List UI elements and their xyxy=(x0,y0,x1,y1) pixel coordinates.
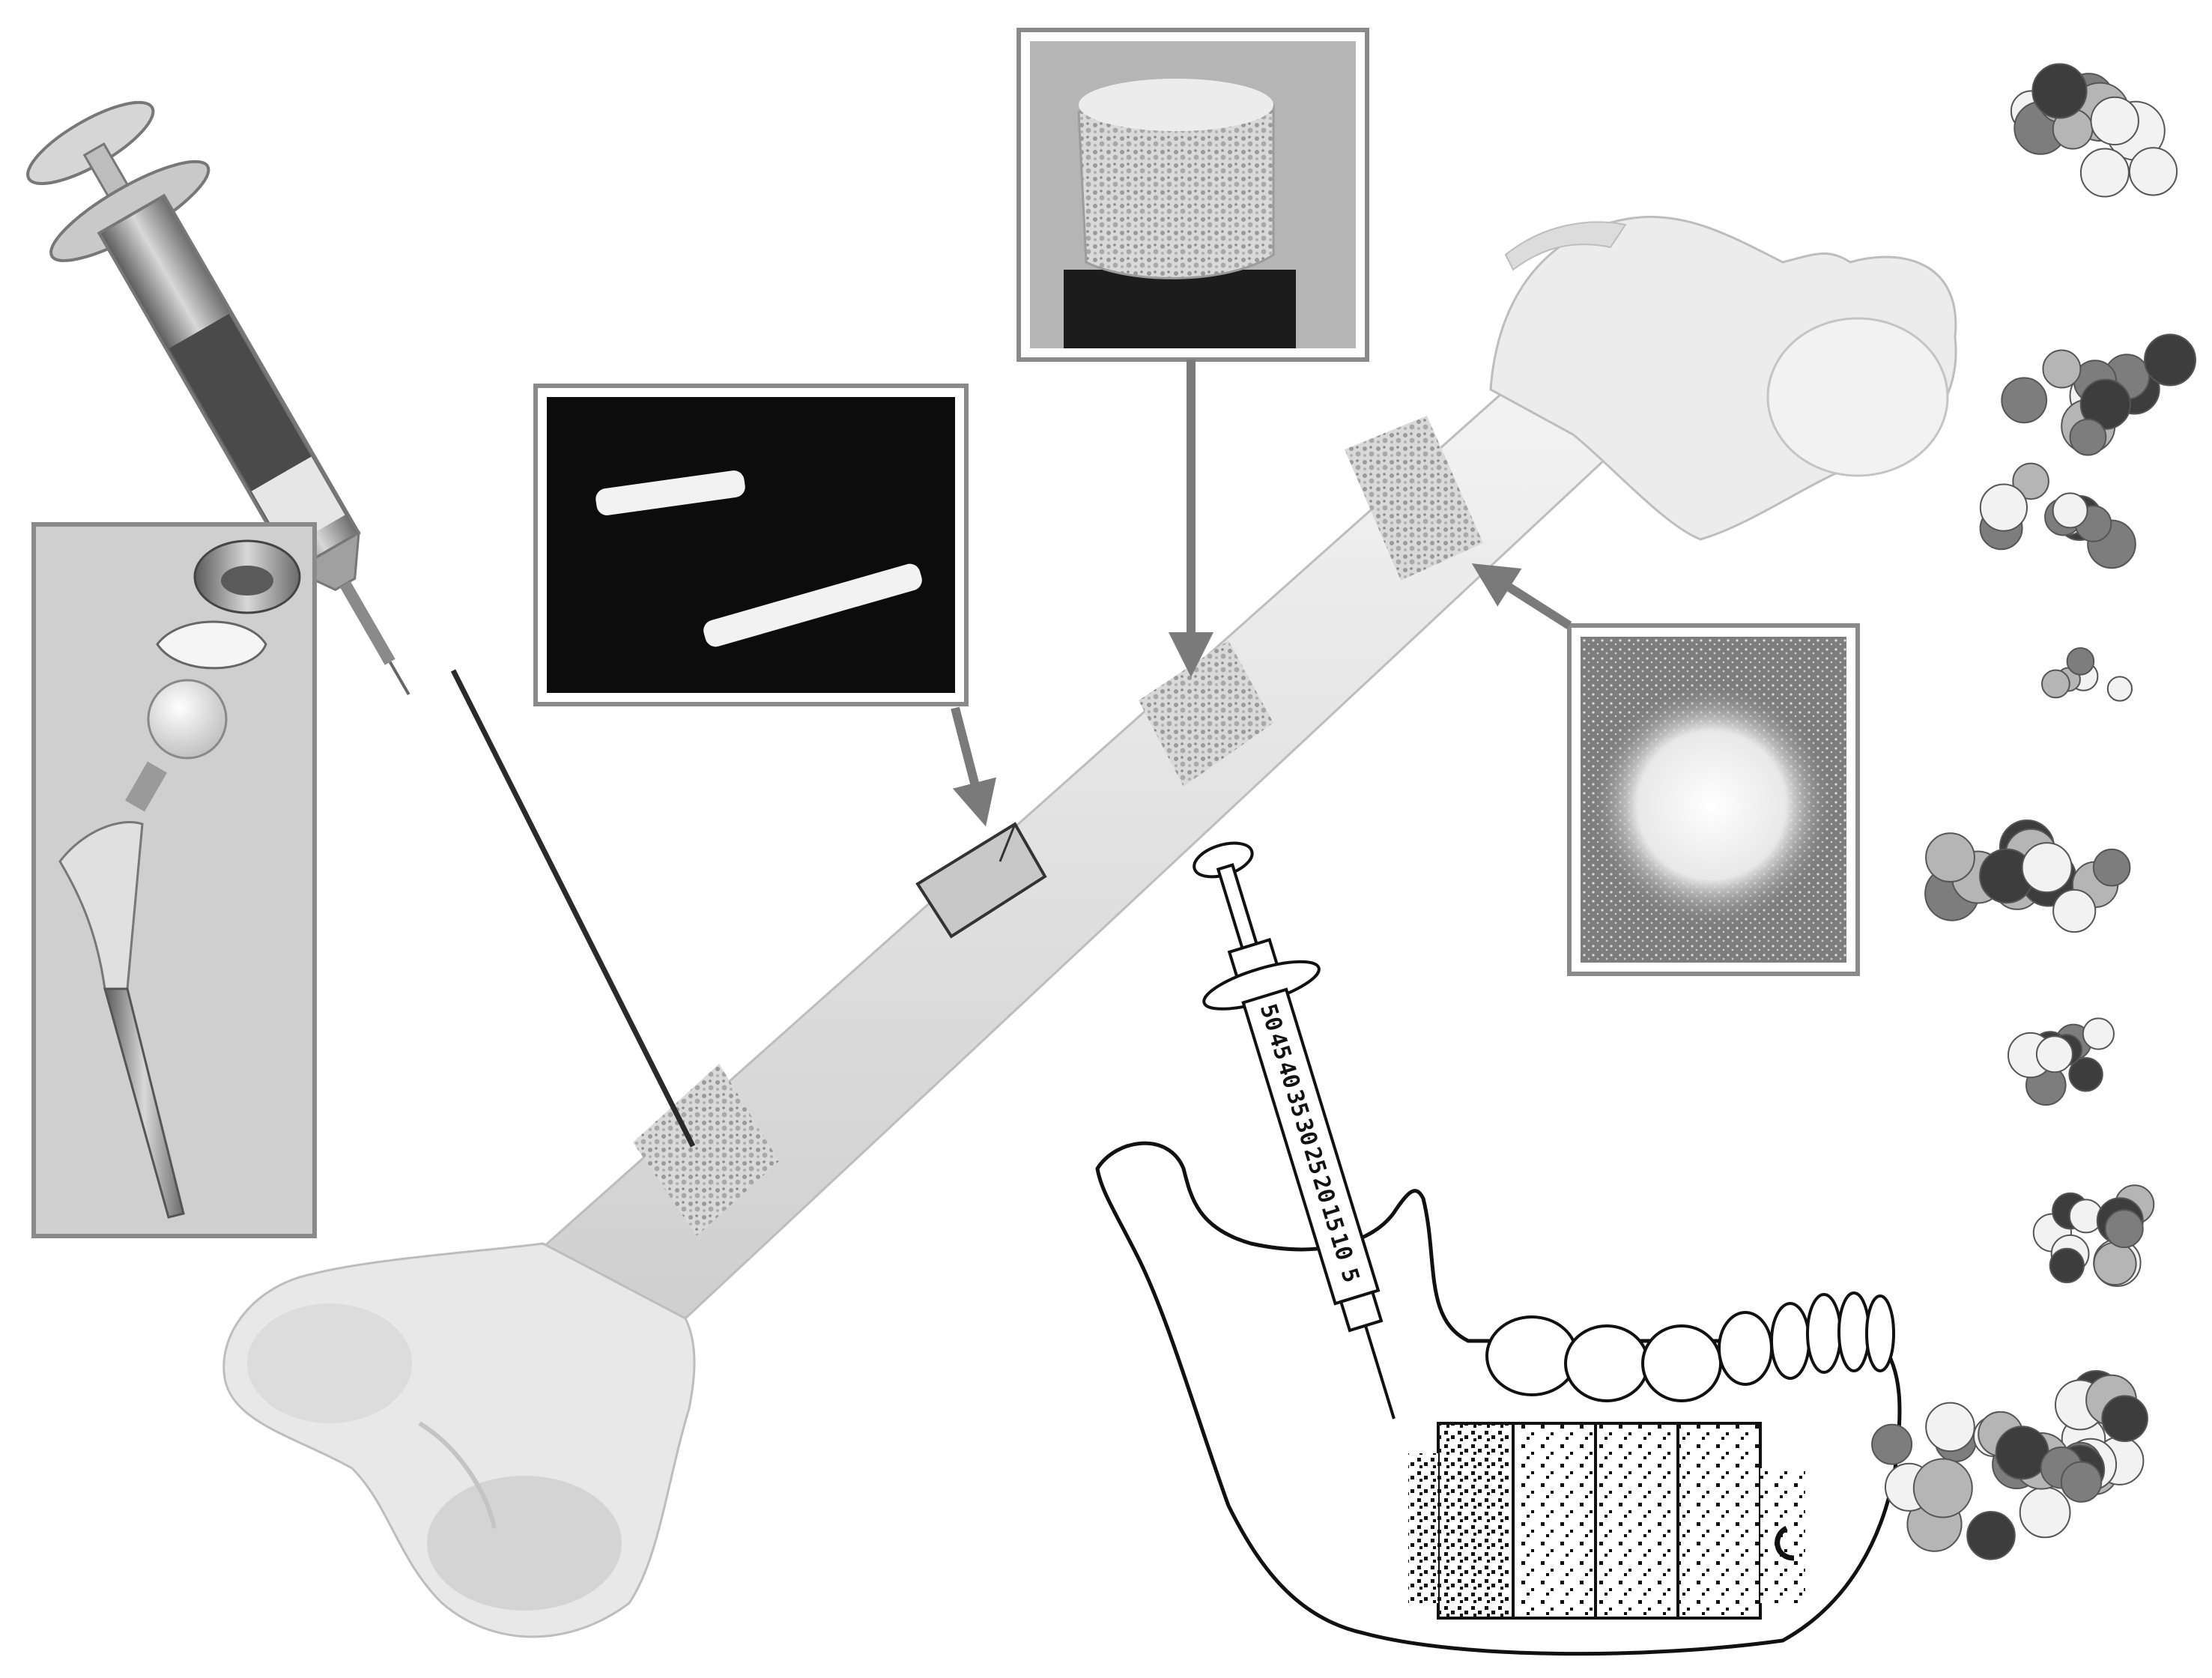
molecule-atom xyxy=(2069,418,2107,456)
molecule-atom xyxy=(2060,1461,2103,1503)
molecule-model xyxy=(2041,647,2133,702)
molecule-atom xyxy=(1925,1402,1975,1453)
molecule-atom xyxy=(2104,1209,2144,1249)
molecule-atom xyxy=(1912,1458,1973,1518)
molecule-atom xyxy=(2079,378,2131,430)
rod-sample-short xyxy=(596,470,745,515)
molecule-atom xyxy=(2041,669,2070,699)
mandible-drawing xyxy=(1095,1141,1902,1656)
graft-compartments xyxy=(1408,1422,1805,1620)
molecule-atom xyxy=(2079,148,2130,198)
injection-syringe-left xyxy=(26,100,410,696)
molecule-model xyxy=(2001,333,2196,456)
panel-porous-block xyxy=(1016,28,1369,362)
molecule-model xyxy=(1871,1370,2148,1560)
molecule-model xyxy=(1979,462,2136,569)
molecule-model xyxy=(1924,820,2131,933)
scaffold-band-neck xyxy=(1345,416,1483,581)
molecule-atom xyxy=(2106,676,2133,702)
molecule-atom xyxy=(2052,492,2088,529)
molecule-atom xyxy=(2082,1017,2115,1050)
molecule-model xyxy=(2008,1017,2115,1106)
femur-bone xyxy=(222,216,1957,1638)
femoral-head-ball xyxy=(147,679,228,760)
molecule-models xyxy=(1871,63,2196,1560)
panel-hip-implant xyxy=(31,522,317,1238)
molecule-atom xyxy=(1979,483,2028,532)
arrow-granules-to-bone xyxy=(1471,563,1572,630)
molecule-atom xyxy=(2068,1057,2103,1092)
molecule-atom xyxy=(1966,1511,2016,1560)
molecule-atom xyxy=(2052,888,2097,933)
inserted-rod-implant xyxy=(915,822,1047,939)
molecule-atom xyxy=(2021,842,2073,894)
molecule-atom xyxy=(1871,1423,1913,1465)
molecule-atom xyxy=(2144,333,2196,387)
rod-sample-long xyxy=(703,563,922,647)
molecule-atom xyxy=(2128,147,2178,196)
femoral-head xyxy=(1766,317,1949,477)
molecule-model xyxy=(2010,63,2178,198)
molecule-atom xyxy=(2093,1241,2137,1286)
molecule-atom xyxy=(2031,63,2088,119)
molecule-atom xyxy=(2042,349,2082,389)
molecule-atom xyxy=(2101,1395,2148,1442)
panel-granules xyxy=(1567,623,1860,976)
syringe-injection-line xyxy=(450,669,696,1148)
arrow-rods-to-bone xyxy=(951,706,997,827)
molecule-model xyxy=(2032,1184,2155,1287)
acetabular-liner xyxy=(156,620,267,670)
molecule-atom xyxy=(2049,1247,2085,1284)
molecule-atom xyxy=(2019,1486,2071,1539)
panel-rods xyxy=(533,384,969,706)
scaffold-band-mid-shaft xyxy=(1139,640,1273,787)
molecule-atom xyxy=(1925,832,1975,883)
molecule-atom xyxy=(2035,1035,2073,1073)
scaffold-band-distal-shaft xyxy=(633,1064,779,1236)
molecule-atom xyxy=(2066,647,2095,676)
molecule-atom xyxy=(2001,377,2048,424)
molecule-atom xyxy=(2012,462,2049,500)
molecule-atom xyxy=(2090,96,2139,146)
granule-pile xyxy=(1588,682,1835,929)
teeth-row xyxy=(1485,1291,1895,1402)
molecule-atom xyxy=(2092,848,2131,887)
